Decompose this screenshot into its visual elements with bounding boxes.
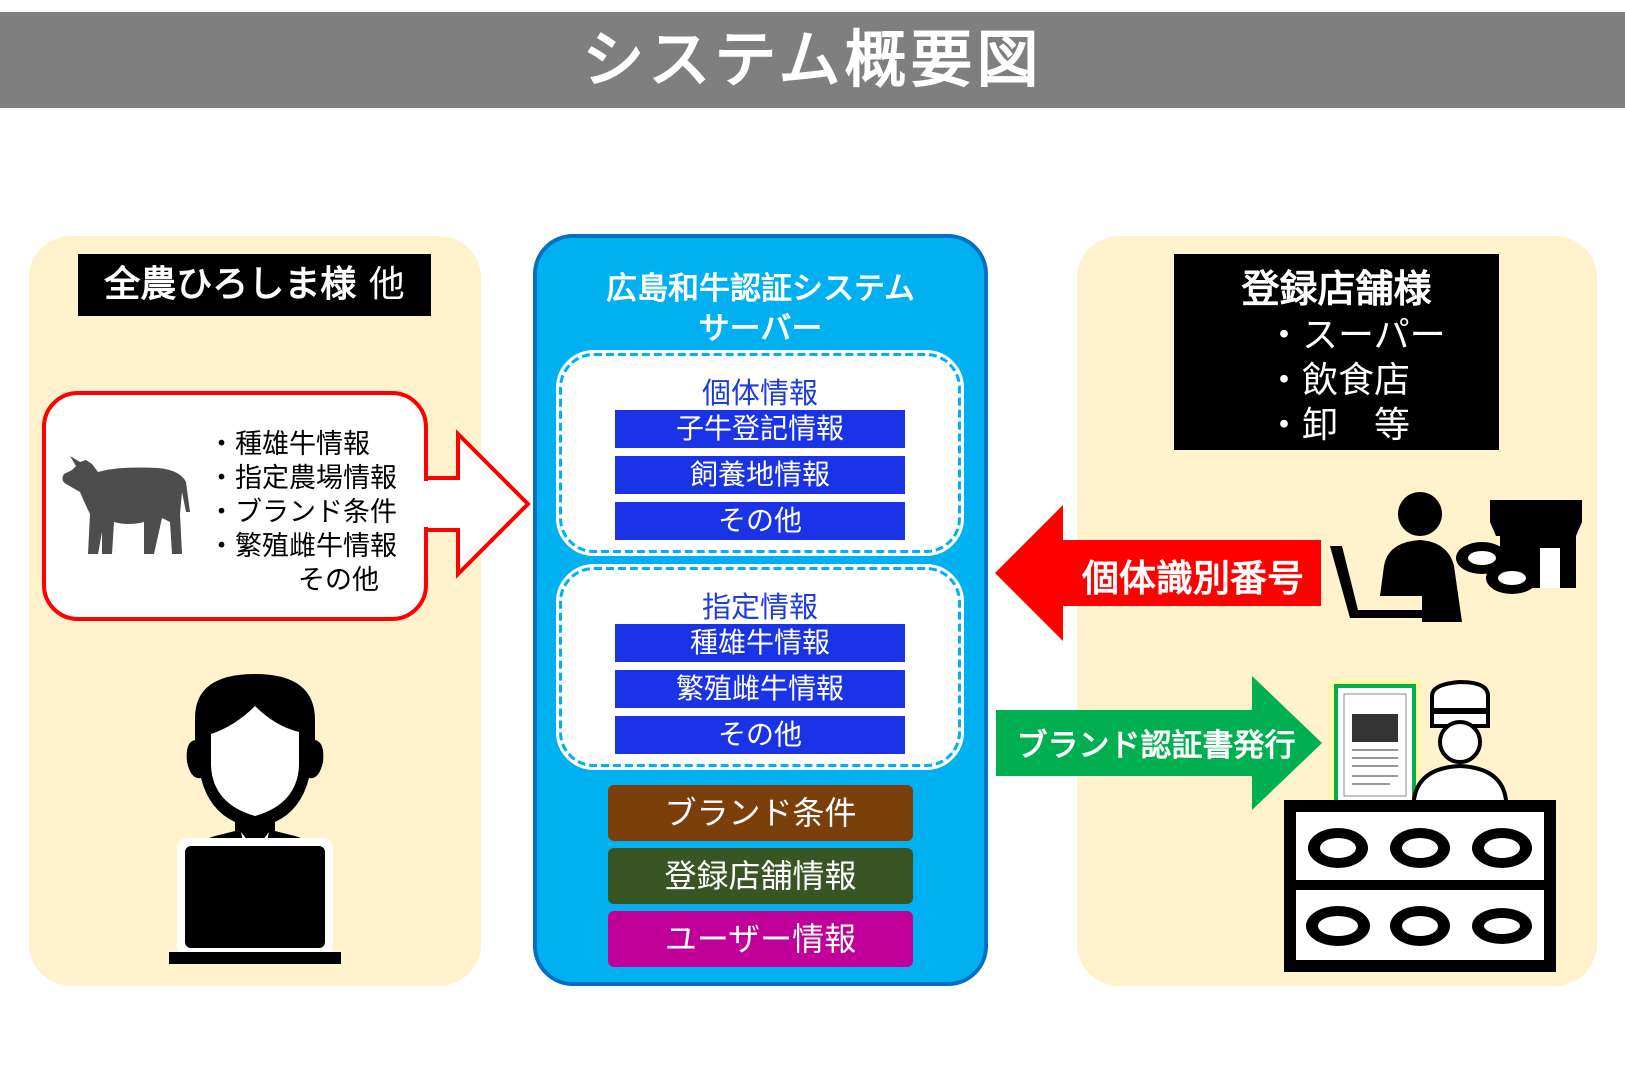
info-item: その他 — [298, 565, 379, 596]
info-item: ・繁殖雌牛情報 — [208, 531, 397, 562]
server-subtitle: サーバー — [698, 311, 823, 347]
individual-id-arrow — [995, 505, 1321, 641]
group-title: 指定情報 — [701, 590, 818, 624]
info-item: ・ブランド条件 — [208, 497, 397, 528]
store-type-item: ・スーパー — [1266, 315, 1446, 356]
brand-cert-arrow — [996, 676, 1322, 810]
online-shopper-icon — [1330, 492, 1582, 622]
brand-conditions-bar: ブランド条件 — [608, 785, 913, 841]
brand-cert-label: ブランド認証書発行 — [1016, 728, 1296, 764]
info-item: ・種雄牛情報 — [208, 429, 370, 460]
left-actor-label: 全農ひろしま様 他 — [78, 254, 431, 316]
data-item: その他 — [615, 502, 905, 540]
right-actor-label — [1174, 254, 1499, 450]
data-item: 子牛登記情報 — [615, 410, 905, 448]
data-item: その他 — [615, 716, 905, 754]
title-bar — [0, 12, 1625, 108]
page-title: システム概要図 — [582, 23, 1043, 96]
server-title: 広島和牛認証システム — [605, 271, 916, 307]
left-actor-name: 全農ひろしま様 — [104, 264, 357, 305]
butcher-shop-icon — [1284, 679, 1556, 972]
left-info-arrow-joint — [420, 481, 430, 527]
info-item: ・指定農場情報 — [208, 463, 397, 494]
right-actor-name: 登録店舗様 — [1241, 267, 1432, 311]
data-item: 繁殖雌牛情報 — [615, 670, 905, 708]
left-info-arrow — [422, 429, 531, 579]
user-info-bar: ユーザー情報 — [608, 911, 913, 967]
left-actor-suffix: 他 — [368, 264, 405, 305]
data-item: 飼養地情報 — [615, 456, 905, 494]
data-item: 種雄牛情報 — [615, 624, 905, 662]
group-title: 個体情報 — [701, 376, 818, 410]
individual-id-label: 個体識別番号 — [1082, 557, 1304, 600]
office-worker-icon — [169, 674, 341, 964]
store-type-item: ・卸 等 — [1266, 405, 1411, 446]
registered-stores-bar: 登録店舗情報 — [608, 848, 913, 904]
store-type-item: ・飲食店 — [1266, 360, 1411, 401]
cow-icon — [62, 456, 190, 554]
